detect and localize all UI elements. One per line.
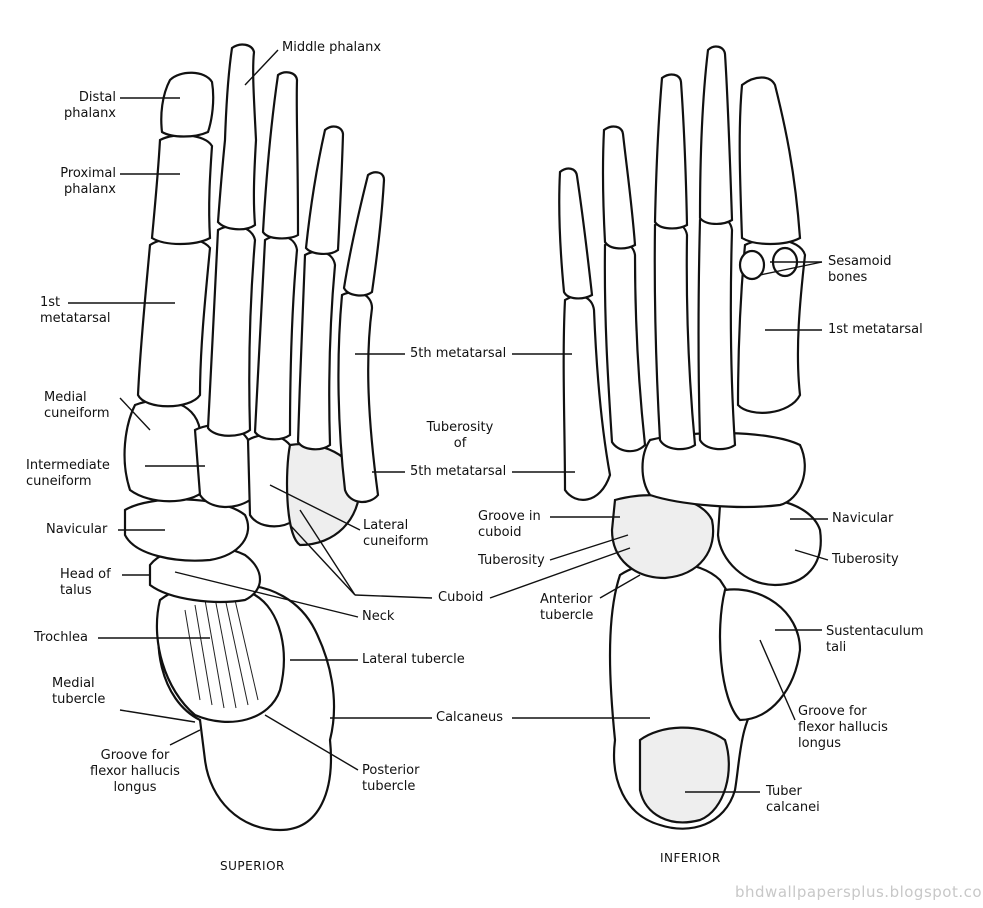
- label-groove-fhl-superior: Groove for flexor hallucis longus: [90, 748, 180, 795]
- label-calcaneus: Calcaneus: [436, 710, 504, 725]
- inferior-foot-illustration: [558, 45, 822, 830]
- inferior-tuber-calcanei: [638, 726, 730, 824]
- inferior-metatarsal-2: [697, 214, 737, 451]
- inferior-sustentaculum: [718, 588, 802, 722]
- label-tuberosity-navicular: Tuberosity: [832, 552, 899, 567]
- superior-phalanges-2: [216, 43, 258, 231]
- label-fifth-metatarsal-tuberosity: 5th metatarsal: [410, 464, 507, 479]
- label-trochlea: Trochlea: [34, 630, 89, 645]
- label-tuberosity-of: Tuberosity of: [426, 420, 494, 451]
- inferior-metatarsal-4: [603, 240, 647, 453]
- caption-inferior: INFERIOR: [660, 851, 721, 865]
- superior-distal-phalanx-1: [160, 71, 215, 138]
- label-fifth-metatarsal: 5th metatarsal: [410, 346, 507, 361]
- label-cuboid: Cuboid: [438, 590, 484, 605]
- label-first-metatarsal-inferior: 1st metatarsal: [828, 322, 923, 337]
- superior-metatarsal-2: [206, 224, 257, 437]
- label-distal-phalanx: Distal phalanx: [64, 90, 116, 121]
- label-lateral-cuneiform: Lateral cuneiform: [363, 518, 429, 549]
- inferior-sesamoid-1: [738, 249, 766, 281]
- watermark-text: bhdwallpapersplus.blogspot.com: [735, 883, 983, 901]
- inferior-phalanges-1: [738, 76, 802, 246]
- label-tuberosity-cuboid: Tuberosity: [478, 553, 545, 568]
- inferior-phalanges-2: [698, 45, 734, 225]
- inferior-phalanges-4: [601, 125, 637, 250]
- label-groove-fhl-inferior: Groove for flexor hallucis longus: [798, 704, 888, 751]
- superior-metatarsal-5: [337, 291, 380, 503]
- label-medial-cuneiform: Medial cuneiform: [44, 390, 110, 421]
- superior-metatarsal-1: [136, 236, 212, 408]
- label-navicular-superior: Navicular: [46, 522, 108, 537]
- label-sesamoid-bones: Sesamoid bones: [828, 254, 892, 285]
- leader-lines: [68, 49, 829, 793]
- superior-metatarsal-4: [296, 250, 337, 451]
- label-neck: Neck: [362, 609, 395, 624]
- inferior-metatarsal-3: [653, 220, 697, 451]
- label-posterior-tubercle: Posterior tubercle: [362, 763, 420, 794]
- label-anterior-tubercle: Anterior tubercle: [540, 592, 594, 623]
- superior-phalanges-5: [342, 171, 386, 297]
- label-first-metatarsal-superior: 1st metatarsal: [40, 295, 111, 326]
- caption-superior: SUPERIOR: [220, 859, 285, 873]
- inferior-phalanges-3: [653, 73, 689, 230]
- superior-metatarsal-3: [253, 234, 299, 441]
- superior-foot-illustration: [123, 43, 386, 832]
- label-head-of-talus: Head of talus: [60, 567, 111, 598]
- inferior-metatarsal-5: [562, 294, 612, 501]
- label-tuber-calcanei: Tuber calcanei: [766, 784, 820, 815]
- inferior-navicular: [716, 497, 822, 587]
- superior-proximal-phalanx-1: [150, 134, 214, 246]
- label-proximal-phalanx: Proximal phalanx: [60, 166, 116, 197]
- label-navicular-inferior: Navicular: [832, 511, 894, 526]
- inferior-metatarsal-1: [736, 238, 807, 414]
- superior-phalanges-3: [261, 71, 300, 240]
- superior-phalanges-4: [304, 125, 345, 255]
- inferior-cuneiforms: [641, 431, 806, 509]
- label-lateral-tubercle: Lateral tubercle: [362, 652, 465, 667]
- label-middle-phalanx: Middle phalanx: [282, 40, 382, 55]
- label-medial-tubercle: Medial tubercle: [52, 676, 106, 707]
- label-groove-in-cuboid: Groove in cuboid: [478, 509, 541, 540]
- inferior-phalanges-5: [558, 167, 594, 300]
- label-intermediate-cuneiform: Intermediate cuneiform: [26, 458, 110, 489]
- inferior-cuboid: [610, 494, 715, 580]
- label-sustentaculum-tali: Sustentaculum tali: [826, 624, 924, 655]
